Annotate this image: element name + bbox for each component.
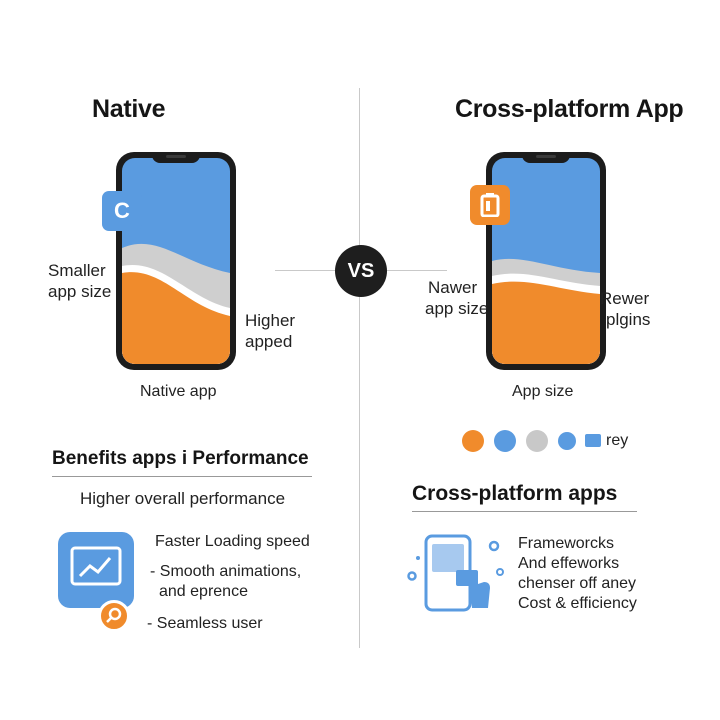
phone-touch-icon <box>404 530 510 620</box>
list-item: And effeworks <box>518 555 620 572</box>
native-c-badge-icon: C <box>102 191 142 231</box>
vs-connector-left <box>275 270 335 271</box>
native-app-caption: Native app <box>140 383 217 400</box>
cross-platform-phone-illustration <box>486 152 606 370</box>
native-phone-notch <box>152 152 200 163</box>
list-item: Cost & efficiency <box>518 595 637 612</box>
label-fewer-plugins: Rewer plgins <box>600 288 650 330</box>
magnifier-glyph <box>106 607 122 623</box>
native-badge-letter: C <box>114 198 130 223</box>
label-fewer-line1: Rewer <box>600 289 650 308</box>
label-smaller-line2: app size <box>48 282 112 301</box>
chart-monitor-icon <box>58 532 134 608</box>
list-item: Faster Loading speed <box>155 533 310 550</box>
label-higher-apped: Higher apped <box>245 310 295 352</box>
phone-touch-glyph <box>407 534 504 612</box>
vs-badge: VS <box>335 245 387 297</box>
cross-phone-screen <box>492 158 600 364</box>
legend-dot-blue-small <box>558 432 576 450</box>
label-smaller-line1: Smaller <box>48 261 106 280</box>
magnifier-badge-icon <box>98 600 130 632</box>
app-size-caption: App size <box>512 383 574 400</box>
vs-connector-right <box>387 270 447 271</box>
native-title: Native <box>92 95 166 123</box>
legend-dot-blue <box>494 430 516 452</box>
legend-dot-gray <box>526 430 548 452</box>
list-item: - Smooth animations, <box>150 563 302 580</box>
cross-platform-title: Cross-platform App <box>455 95 684 123</box>
battery-glyph-icon <box>480 193 500 217</box>
label-smaller-app-size: Smaller app size <box>48 260 111 302</box>
center-divider <box>359 88 360 648</box>
label-higher-line2: apped <box>245 332 293 351</box>
benefits-title: Benefits apps i Performance <box>52 448 309 469</box>
list-item: - Seamless user <box>147 615 263 632</box>
label-newer-app-size: Nawer app size <box>425 277 488 319</box>
cross-platform-apps-title: Cross-platform apps <box>412 482 618 505</box>
list-item: chenser off aney <box>518 575 637 592</box>
native-phone-screen <box>122 158 230 364</box>
legend-text: rey <box>606 432 629 449</box>
native-phone-illustration <box>116 152 236 370</box>
legend-dot-orange <box>462 430 484 452</box>
label-newer-line1: Nawer <box>428 278 478 297</box>
cross-phone-notch <box>522 152 570 163</box>
cross-platform-list: Frameworcks And effeworks chenser off an… <box>518 534 637 614</box>
native-benefits-list: Faster Loading speed - Smooth animations… <box>147 530 310 636</box>
list-item: and eprence <box>159 583 248 600</box>
legend-square-icon <box>585 434 601 447</box>
cross-platform-underline <box>412 511 637 512</box>
label-newer-line2: app size <box>425 299 489 318</box>
label-fewer-line2: plgins <box>606 310 651 329</box>
benefits-underline <box>52 476 312 477</box>
battery-badge-icon <box>470 185 510 225</box>
list-item: Frameworcks <box>518 535 615 552</box>
label-higher-line1: Higher <box>245 311 296 330</box>
chart-monitor-glyph <box>70 546 122 608</box>
benefits-subtitle: Higher overall performance <box>80 489 286 508</box>
